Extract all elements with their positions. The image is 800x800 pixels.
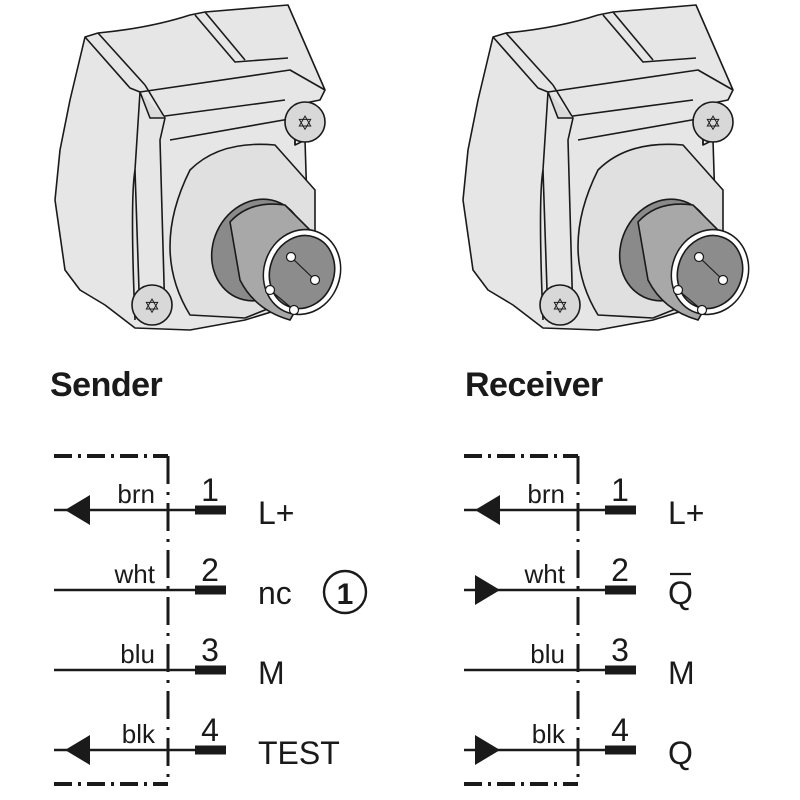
wire-color-label: brn <box>527 479 565 509</box>
footnote-number: 1 <box>337 578 354 611</box>
pin-terminal <box>195 585 226 595</box>
svg-text:✡: ✡ <box>552 296 569 318</box>
wire-color-label: wht <box>114 559 156 589</box>
signal-label: M <box>668 655 695 691</box>
pin-number: 2 <box>201 552 219 588</box>
arrow-left-icon <box>65 735 90 765</box>
pin-terminal <box>605 665 636 675</box>
svg-text:✡: ✡ <box>297 113 314 135</box>
wire-color-label: blu <box>530 639 565 669</box>
pin-number: 3 <box>201 632 219 668</box>
pin-number: 3 <box>611 632 629 668</box>
arrow-left-icon <box>65 495 90 525</box>
connector-pins <box>264 251 321 316</box>
wire-color-label: blk <box>532 719 566 749</box>
pin-terminal <box>605 745 636 755</box>
arrow-right-icon <box>475 735 500 765</box>
pin-number: 4 <box>201 712 219 748</box>
receiver-heading: Receiver <box>465 366 603 404</box>
signal-label: L+ <box>258 495 294 531</box>
pin-terminal <box>195 665 226 675</box>
torx-screw-icon: ✡ <box>284 101 326 143</box>
pin-number: 1 <box>611 472 629 508</box>
signal-label: M <box>258 655 285 691</box>
signal-label: L+ <box>668 495 704 531</box>
pin-row-1: brn 1L+ <box>464 472 704 531</box>
signal-label: Q <box>668 735 693 771</box>
wire-color-label: blu <box>120 639 155 669</box>
pin-row-1: brn 1L+ <box>54 472 294 531</box>
pin-terminal <box>195 745 226 755</box>
sender-device-illustration: ✡ ✡ <box>54 4 342 331</box>
receiver-device-illustration: ✡ ✡ <box>462 4 750 331</box>
pin-row-2: wht 2 nc 1 <box>54 552 368 615</box>
svg-text:✡: ✡ <box>705 113 722 135</box>
wire-color-label: blk <box>122 719 156 749</box>
pin-terminal <box>605 585 636 595</box>
pin-terminal <box>195 505 226 515</box>
pin-terminal <box>605 505 636 515</box>
pin-row-2: wht 2Q <box>464 552 693 611</box>
pin-row-3: blu 3M <box>54 632 285 691</box>
wire-color-label: wht <box>524 559 566 589</box>
torx-screw-icon: ✡ <box>692 101 734 143</box>
m12-connector <box>210 198 342 321</box>
svg-text:✡: ✡ <box>144 296 161 318</box>
pin-row-3: blu 3M <box>464 632 695 691</box>
signal-label: nc <box>258 575 292 611</box>
footnote-marker-icon <box>322 569 368 615</box>
arrow-left-icon <box>475 495 500 525</box>
m12-connector <box>618 198 750 321</box>
wire-color-label: brn <box>117 479 155 509</box>
arrow-right-icon <box>475 575 500 605</box>
pin-row-4: blk 4Q <box>464 712 693 771</box>
connector-pins <box>672 251 729 316</box>
sender-heading: Sender <box>50 366 163 404</box>
signal-label: TEST <box>258 735 340 771</box>
pin-number: 1 <box>201 472 219 508</box>
pin-number: 4 <box>611 712 629 748</box>
torx-screw-icon: ✡ <box>131 284 173 326</box>
pin-number: 2 <box>611 552 629 588</box>
signal-label: Q <box>668 575 693 611</box>
torx-screw-icon: ✡ <box>539 284 581 326</box>
